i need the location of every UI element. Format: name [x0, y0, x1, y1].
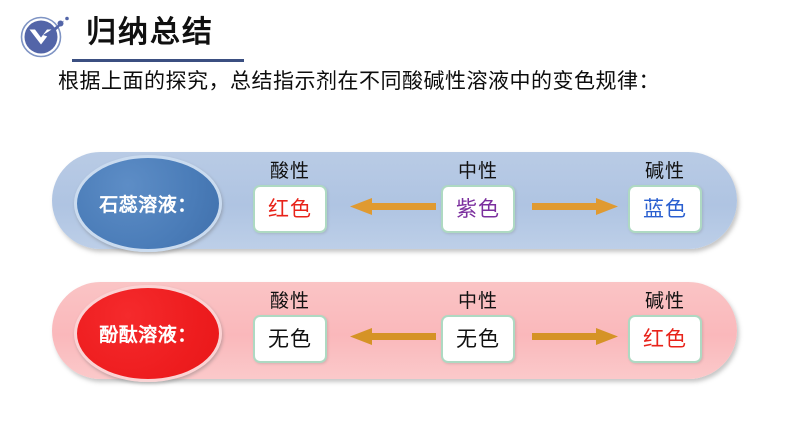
color-value-box-base: 蓝色 — [628, 185, 702, 233]
color-value-acid: 红色 — [268, 196, 312, 221]
state-label-acid: 酸性 — [269, 160, 310, 182]
indicator-name-bubble-litmus: 石蕊溶液： — [74, 155, 222, 252]
bubble-label: 石蕊溶液： — [99, 194, 197, 216]
slide-header: 归纳总结 — [0, 0, 794, 62]
bubble-label: 酚酞溶液： — [99, 324, 197, 346]
color-value-base: 蓝色 — [643, 196, 687, 221]
color-value-box-neutral: 无色 — [441, 315, 515, 363]
color-value-box-acid: 无色 — [253, 315, 327, 363]
color-value-box-acid: 红色 — [253, 185, 327, 233]
indicator-panel-phenolphthalein: 酚酞溶液： 酸性 无色 中性 无色 碱性 红色 — [52, 282, 737, 382]
color-value-neutral: 紫色 — [456, 196, 500, 221]
arrow-right-icon-litmus — [532, 198, 618, 215]
state-column-acid: 酸性 红色 — [242, 158, 338, 233]
state-label-base: 碱性 — [644, 160, 685, 182]
arrow-left-icon-phenolphthalein — [350, 328, 436, 345]
intro-paragraph: 根据上面的探究，总结指示剂在不同酸碱性溶液中的变色规律： — [58, 69, 660, 93]
indicator-panel-litmus: 石蕊溶液： 酸性 红色 中性 紫色 碱性 蓝色 — [52, 152, 737, 252]
state-label-base: 碱性 — [644, 290, 685, 312]
color-value-acid: 无色 — [268, 326, 312, 351]
state-column-acid: 酸性 无色 — [242, 288, 338, 363]
indicator-name-bubble-phenolphthalein: 酚酞溶液： — [74, 285, 222, 382]
state-column-neutral: 中性 无色 — [430, 288, 526, 363]
state-column-base: 碱性 蓝色 — [617, 158, 713, 233]
color-value-box-neutral: 紫色 — [441, 185, 515, 233]
color-value-base: 红色 — [643, 326, 687, 351]
state-label-acid: 酸性 — [269, 290, 310, 312]
checkmark-person-logo-icon — [17, 14, 77, 58]
state-label-neutral: 中性 — [457, 290, 498, 312]
arrow-left-icon-litmus — [350, 198, 436, 215]
state-column-neutral: 中性 紫色 — [430, 158, 526, 233]
page-title: 归纳总结 — [86, 16, 214, 49]
state-column-base: 碱性 红色 — [617, 288, 713, 363]
arrow-right-icon-phenolphthalein — [532, 328, 618, 345]
color-value-neutral: 无色 — [456, 326, 500, 351]
color-value-box-base: 红色 — [628, 315, 702, 363]
title-underline-rule — [72, 59, 244, 62]
state-label-neutral: 中性 — [457, 160, 498, 182]
